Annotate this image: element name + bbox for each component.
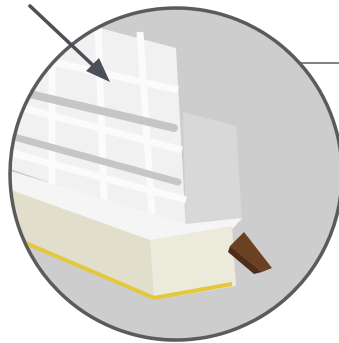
side-panel [183, 112, 242, 230]
lower-rail [10, 128, 182, 186]
wooden-wedge-icon [230, 232, 272, 272]
magnified-content [10, 8, 272, 301]
ledge-top [10, 168, 242, 246]
pointer-arrow-shaft [28, 4, 100, 72]
base-front [10, 186, 154, 300]
pointer-arrow-icon [86, 58, 110, 82]
magnifier-circle-border [8, 6, 339, 342]
yellow-edge [10, 230, 233, 301]
base-side [150, 226, 236, 300]
wooden-wedge-shadow [228, 246, 262, 274]
